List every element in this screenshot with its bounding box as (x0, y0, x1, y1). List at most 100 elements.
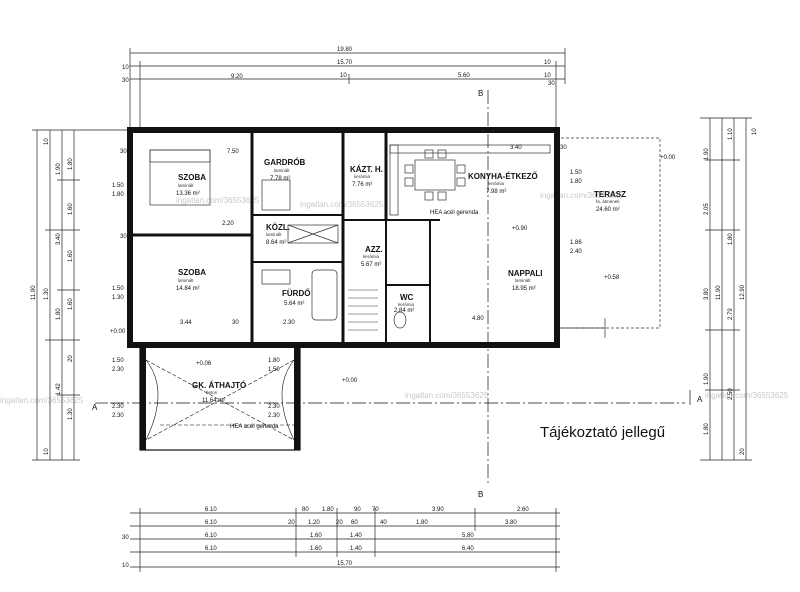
dim-label: 80 (302, 507, 309, 513)
dim-label: 3.40 (56, 233, 62, 245)
dim-label: 1.60 (310, 546, 322, 552)
dim-label: 2.30 (268, 404, 280, 410)
section-label-b: B (478, 490, 483, 499)
dim-label: 6.10 (205, 507, 217, 513)
dim-label: 1.80 (704, 423, 710, 435)
dim-label: 9.20 (231, 74, 243, 80)
dim-label: 30 (560, 145, 567, 151)
dim-label: 2.40 (570, 249, 582, 255)
room-name-furdo: FÜRDŐ (282, 289, 310, 298)
dim-label: 20 (288, 520, 295, 526)
room-name-kozl: KÖZL. (266, 223, 290, 232)
watermark: ingatlan.com/36553625 (176, 196, 260, 205)
room-name-kazt: KÁZT. H. (350, 165, 383, 174)
dim-label: 3.90 (432, 507, 444, 513)
room-area: 14.84 m² (176, 286, 200, 292)
level-mark: +0.00 (660, 155, 676, 161)
dim-label: 1.10 (728, 128, 734, 140)
room-area: 7.76 m² (352, 182, 372, 188)
level-mark: +0.00 (342, 378, 358, 384)
level-mark: +0.00 (110, 329, 126, 335)
dim-label: 1.50 (112, 358, 124, 364)
dim-label: 2.30 (112, 413, 124, 419)
dim-label: 2.20 (222, 221, 234, 227)
dim-label: 11.90 (31, 285, 37, 300)
dim-label: 30 (548, 81, 555, 87)
watermark: ingatlan.com/36553625 (705, 391, 789, 400)
dim-label: 40 (380, 520, 387, 526)
dim-label: 10 (44, 138, 50, 145)
dim-label: 11.90 (716, 285, 722, 300)
room-floor: beton (206, 390, 218, 395)
room-name-szoba: SZOBA (178, 268, 206, 277)
dim-label: 30 (232, 320, 239, 326)
dim-label: 1.40 (350, 546, 362, 552)
dim-label: 1.90 (56, 163, 62, 175)
left-dimension-labels: 11.90 1.30 10 1.90 3.40 1.80 1.42 1.80 1… (31, 138, 74, 455)
dim-label: 1.80 (322, 507, 334, 513)
watermark: ingatlan.com/36553625 (0, 396, 84, 405)
room-name-wc: WC (400, 293, 414, 302)
dim-label: 6.10 (205, 546, 217, 552)
room-area: 7.98 m² (486, 189, 506, 195)
room-floor: laminált (515, 278, 531, 283)
level-mark: +0.58 (604, 275, 620, 281)
dim-label: 90 (354, 507, 361, 513)
dim-label: 2.30 (112, 367, 124, 373)
dim-label: 1.50 (268, 367, 280, 373)
room-area: 13.36 m² (176, 191, 200, 197)
annotations: HEA acél gerenda HEA acél gerenda +0.00 … (110, 155, 676, 430)
dim-label: 2.79 (728, 308, 734, 320)
dim-label: 15.70 (337, 561, 353, 567)
room-floor: fa, átmeneti (596, 199, 620, 204)
dim-label: 3.80 (704, 288, 710, 300)
room-area: 2.84 m² (394, 308, 414, 314)
dim-label: 3.40 (510, 145, 522, 151)
dim-label: 1.80 (268, 358, 280, 364)
dim-label: 10 (122, 65, 129, 71)
watermark: ingatlan.com/36553625 (405, 391, 489, 400)
room-floor: kerámia (398, 302, 415, 307)
room-floor: laminált (178, 278, 194, 283)
dim-label: 2.60 (517, 507, 529, 513)
dim-label: 20 (68, 355, 74, 362)
dim-label: 30 (122, 78, 129, 84)
dim-label: 1.80 (68, 158, 74, 170)
room-area: 8.64 m² (266, 240, 286, 246)
dim-label: 3.80 (505, 520, 517, 526)
room-name-athajto: GK. ÁTHAJTÓ (192, 381, 246, 390)
bottom-dimension-labels: 6.10 80 1.80 90 70 3.90 2.60 6.10 20 1.2… (122, 507, 529, 569)
room-floor: laminált (274, 168, 290, 173)
dim-label: 2.30 (283, 320, 295, 326)
dim-label: 1.42 (56, 383, 62, 395)
dim-label: 1.80 (56, 308, 62, 320)
level-mark: +0.90 (512, 226, 528, 232)
room-name-gardrob: GARDRÓB (264, 158, 306, 167)
dim-label: 2.30 (268, 413, 280, 419)
dim-label: 1.60 (68, 298, 74, 310)
dim-label: 1.40 (350, 533, 362, 539)
room-floor: kerámia (488, 181, 505, 186)
room-name-nappali: NAPPALI (508, 269, 543, 278)
dim-label: 10 (44, 448, 50, 455)
dim-label: 1.50 (570, 170, 582, 176)
dim-label: 10 (544, 60, 551, 66)
terrace-area (555, 137, 661, 338)
right-dimension-labels: 11.90 12.90 1.10 1.90 2.05 3.80 1.90 1.8… (704, 128, 758, 455)
dim-label: 10 (752, 128, 758, 135)
left-dimensions (32, 129, 130, 461)
dim-label: 2.30 (112, 404, 124, 410)
dim-label: 60 (351, 520, 358, 526)
dim-label: 1.20 (308, 520, 320, 526)
dim-label: 15.70 (337, 60, 353, 66)
room-area: 7.78 m² (270, 176, 290, 182)
room-name-szoba: SZOBA (178, 173, 206, 182)
dim-label: 6.40 (462, 546, 474, 552)
dim-label: 1.60 (310, 533, 322, 539)
dim-label: 1.60 (68, 203, 74, 215)
dim-label: 5.80 (462, 533, 474, 539)
room-area: 5.67 m² (361, 262, 381, 268)
beam-note: HEA acél gerenda (430, 210, 479, 216)
dim-label: 5.60 (458, 73, 470, 79)
